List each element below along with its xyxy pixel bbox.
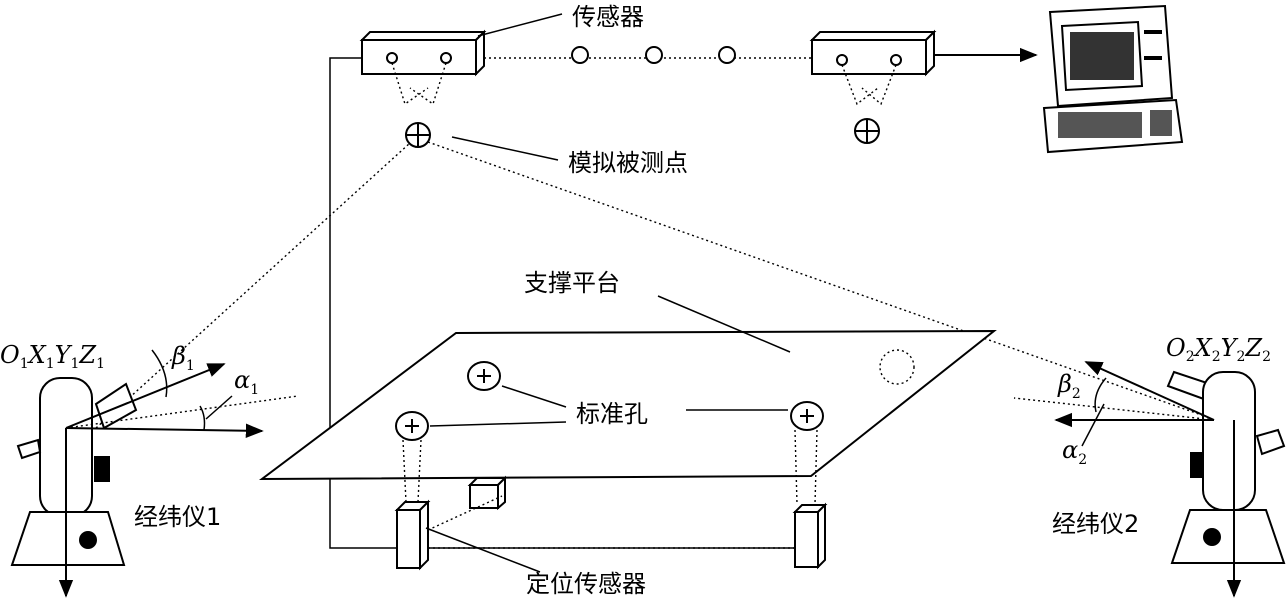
alpha-2-label: α2	[1062, 436, 1087, 468]
positioning-sensor-label: 定位传感器	[526, 570, 646, 598]
sensor-chain	[484, 46, 812, 64]
simulated-point-right	[854, 118, 880, 144]
theodolite-2-label: 经纬仪2	[1052, 510, 1139, 538]
computer-icon	[1042, 4, 1184, 154]
theodolite-1-icon	[10, 377, 138, 598]
platform-hole-unused	[879, 349, 915, 385]
beta-1-label: β1	[171, 342, 195, 374]
theodolite-1-label: 经纬仪1	[134, 503, 221, 531]
simulated-point-left	[405, 122, 431, 148]
theodolite-2-horizontal-projection	[1013, 397, 1215, 421]
theodolite-1-direction	[65, 363, 226, 429]
beta-1-arc	[151, 349, 168, 398]
hole-leader-left	[429, 421, 567, 427]
support-platform	[258, 329, 997, 481]
sightline-theodolite-1	[95, 142, 411, 429]
sightline-theodolite-2	[427, 141, 1211, 419]
alpha-2-leader	[1081, 403, 1105, 447]
standard-hole-right	[790, 401, 824, 431]
alpha-1-label: α1	[234, 366, 259, 398]
platform-label: 支撑平台	[524, 269, 620, 297]
positioning-links	[427, 495, 795, 549]
simulated-point-leader	[451, 136, 559, 161]
theodolite-1-horizontal-projection	[65, 395, 299, 429]
sensor-label: 传感器	[572, 3, 644, 31]
theodolite-2-icon	[1166, 370, 1286, 598]
hole-leader-top	[501, 385, 567, 408]
positioning-sensor-right	[792, 502, 828, 570]
standard-hole-label: 标准孔	[576, 400, 648, 428]
simulated-point-label: 模拟被测点	[568, 149, 688, 177]
positioning-leader	[425, 527, 541, 573]
standard-hole-left	[395, 411, 429, 441]
positioning-sensor-left	[394, 499, 431, 571]
sensor-label-group: 传感器	[477, 3, 644, 37]
standard-hole-top	[467, 361, 501, 391]
sensor-left	[359, 29, 487, 106]
frame-2-label: O2X2Y2Z2	[1166, 334, 1271, 365]
positioning-sensor-middle	[467, 475, 508, 511]
alpha-1-arc	[199, 405, 206, 431]
theodolite-2-direction	[1084, 361, 1215, 421]
alpha-1-leader	[205, 395, 233, 420]
platform-leader	[657, 295, 791, 353]
theodolite-1-x-axis	[65, 423, 264, 438]
beta-2-label: β2	[1057, 370, 1081, 402]
sensor-right	[809, 29, 937, 106]
positioning-beams	[402, 429, 818, 505]
beta-2-arc	[1094, 377, 1107, 413]
frame-1-label: O1X1Y1Z1	[0, 341, 105, 372]
